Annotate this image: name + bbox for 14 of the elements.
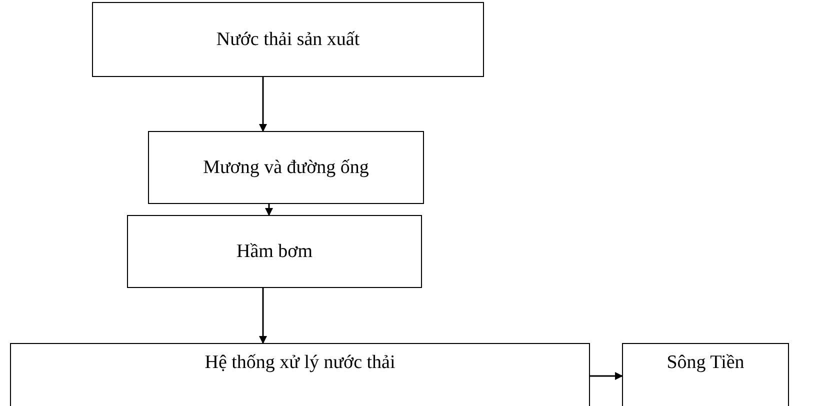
process-box [127,215,422,288]
process-box [148,131,424,204]
arrow [590,372,623,380]
process-box [622,343,789,406]
process-box [92,2,484,77]
arrow [259,288,267,344]
box-label: Mương và đường ống [203,156,369,178]
box-label: Hầm bơm [236,240,312,262]
arrow [265,204,273,216]
arrow [259,77,267,132]
process-box [10,343,590,406]
box-label: Sông Tiền [666,352,744,374]
box-label: Hệ thống xử lý nước thải [204,352,396,374]
box-label: Nước thải sản xuất [216,28,360,50]
